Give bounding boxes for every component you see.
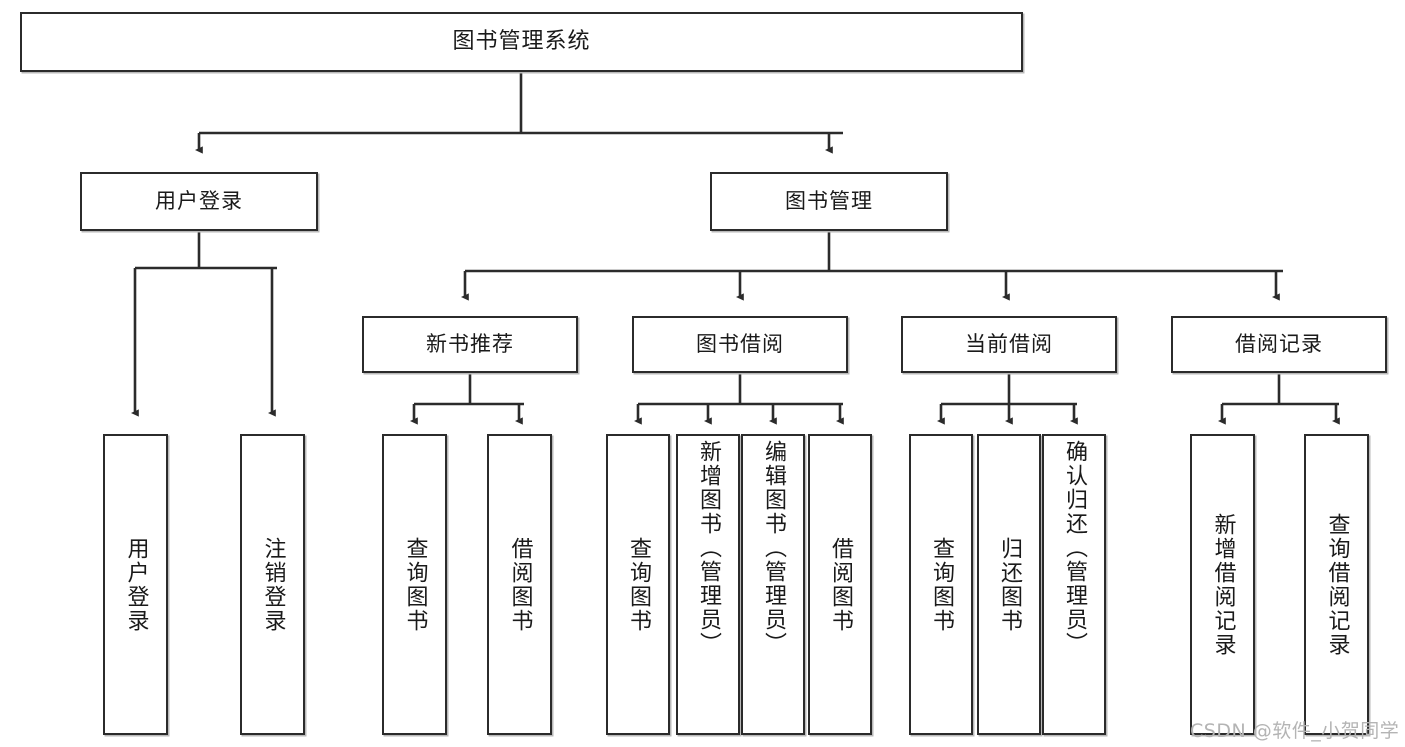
leaf-text-wrap: 用户登录 — [105, 436, 166, 733]
leaf-current-return-book[interactable]: 归还图书 — [977, 434, 1041, 735]
node-label: 确认归还（管理员） — [1061, 440, 1087, 656]
leaf-current-query-book[interactable]: 查询图书 — [909, 434, 973, 735]
leaf-text-wrap: 新增借阅记录 — [1192, 436, 1253, 733]
leaf-text-wrap: 查询图书 — [384, 436, 445, 733]
node-book-borrowing[interactable]: 图书借阅 — [632, 316, 848, 373]
leaf-borrow-add-book-admin[interactable]: 新增图书（管理员） — [676, 434, 740, 735]
node-label: 新书推荐 — [426, 332, 514, 357]
node-root-book-management-system[interactable]: 图书管理系统 — [20, 12, 1023, 72]
leaf-newbook-query-book[interactable]: 查询图书 — [382, 434, 447, 735]
node-label: 借阅图书 — [507, 536, 533, 633]
node-label: 当前借阅 — [965, 332, 1053, 357]
node-new-book-recommendation[interactable]: 新书推荐 — [362, 316, 578, 373]
node-label: 用户登录 — [155, 189, 243, 214]
leaf-newbook-borrow-book[interactable]: 借阅图书 — [487, 434, 552, 735]
node-user-login[interactable]: 用户登录 — [80, 172, 318, 231]
leaf-text-wrap: 借阅图书 — [489, 436, 550, 733]
leaf-borrow-borrow-book[interactable]: 借阅图书 — [808, 434, 872, 735]
leaf-user-login[interactable]: 用户登录 — [103, 434, 168, 735]
node-label: 图书管理 — [785, 189, 873, 214]
node-label: 新增借阅记录 — [1210, 512, 1236, 657]
node-borrowing-records[interactable]: 借阅记录 — [1171, 316, 1387, 373]
leaf-borrow-edit-book-admin[interactable]: 编辑图书（管理员） — [741, 434, 805, 735]
leaf-records-query-record[interactable]: 查询借阅记录 — [1304, 434, 1369, 735]
node-book-management[interactable]: 图书管理 — [710, 172, 948, 231]
node-label: 借阅记录 — [1235, 332, 1323, 357]
leaf-user-logout[interactable]: 注销登录 — [240, 434, 305, 735]
leaf-text-wrap: 查询图书 — [911, 436, 971, 733]
node-label: 归还图书 — [996, 536, 1022, 633]
csdn-watermark: CSDN @软件_小贺同学 — [1190, 720, 1400, 742]
node-label: 注销登录 — [260, 536, 286, 633]
node-label: 图书管理系统 — [452, 29, 591, 55]
leaf-text-wrap: 归还图书 — [979, 436, 1039, 733]
leaf-current-confirm-return-admin[interactable]: 确认归还（管理员） — [1042, 434, 1106, 735]
node-label: 新增图书（管理员） — [695, 440, 721, 656]
node-label: 图书借阅 — [696, 332, 784, 357]
node-label: 查询图书 — [625, 536, 651, 633]
node-label: 查询图书 — [928, 536, 954, 633]
node-current-borrowing[interactable]: 当前借阅 — [901, 316, 1117, 373]
leaf-text-wrap: 借阅图书 — [810, 436, 870, 733]
leaf-text-wrap: 注销登录 — [242, 436, 303, 733]
node-label: 查询图书 — [402, 536, 428, 633]
leaf-borrow-query-book[interactable]: 查询图书 — [606, 434, 670, 735]
leaf-records-add-record[interactable]: 新增借阅记录 — [1190, 434, 1255, 735]
node-label: 编辑图书（管理员） — [760, 440, 786, 656]
leaf-text-wrap: 查询借阅记录 — [1306, 436, 1367, 733]
node-label: 借阅图书 — [827, 536, 853, 633]
node-label: 用户登录 — [123, 536, 149, 633]
node-label: 查询借阅记录 — [1324, 512, 1350, 657]
leaf-text-wrap: 查询图书 — [608, 436, 668, 733]
